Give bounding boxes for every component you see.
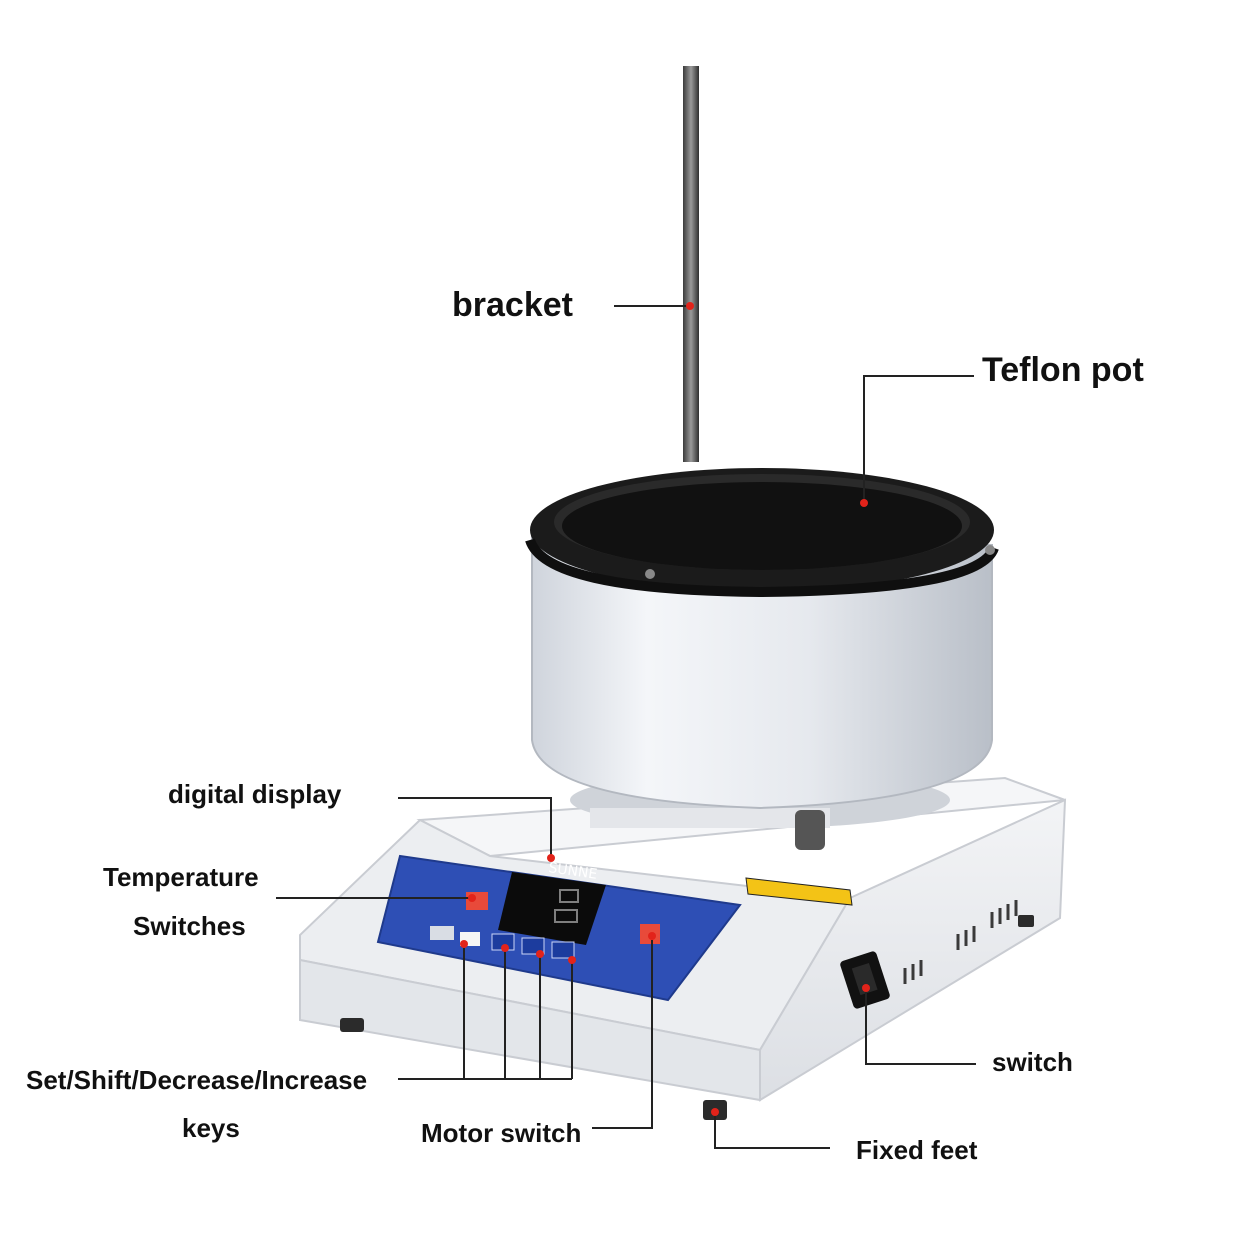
label-motor-switch: Motor switch bbox=[421, 1118, 582, 1148]
label-temperature-switches-line2: Switches bbox=[133, 911, 246, 941]
label-teflon-pot: Teflon pot bbox=[982, 351, 1144, 389]
label-digital-display: digital display bbox=[168, 779, 342, 809]
teflon-pot-illustration bbox=[525, 468, 999, 850]
vent-slots bbox=[903, 900, 1018, 984]
callout-markers bbox=[460, 302, 870, 1116]
label-keys-line1: Set/Shift/Decrease/Increase bbox=[26, 1065, 368, 1095]
label-fixed-feet: Fixed feet bbox=[856, 1135, 978, 1165]
label-switch: switch bbox=[992, 1047, 1073, 1077]
label-bracket: bracket bbox=[452, 286, 573, 324]
brand-text: SUNNE bbox=[547, 860, 598, 883]
label-temperature-switches-line1: Temperature bbox=[103, 862, 259, 892]
bracket-rod-illustration bbox=[683, 66, 699, 462]
power-switch-illustration bbox=[840, 951, 890, 1009]
label-keys-line2: keys bbox=[182, 1113, 240, 1143]
control-panel: SUNNE bbox=[376, 854, 742, 1002]
warning-sticker bbox=[745, 877, 853, 906]
callout-lines bbox=[276, 305, 976, 1149]
